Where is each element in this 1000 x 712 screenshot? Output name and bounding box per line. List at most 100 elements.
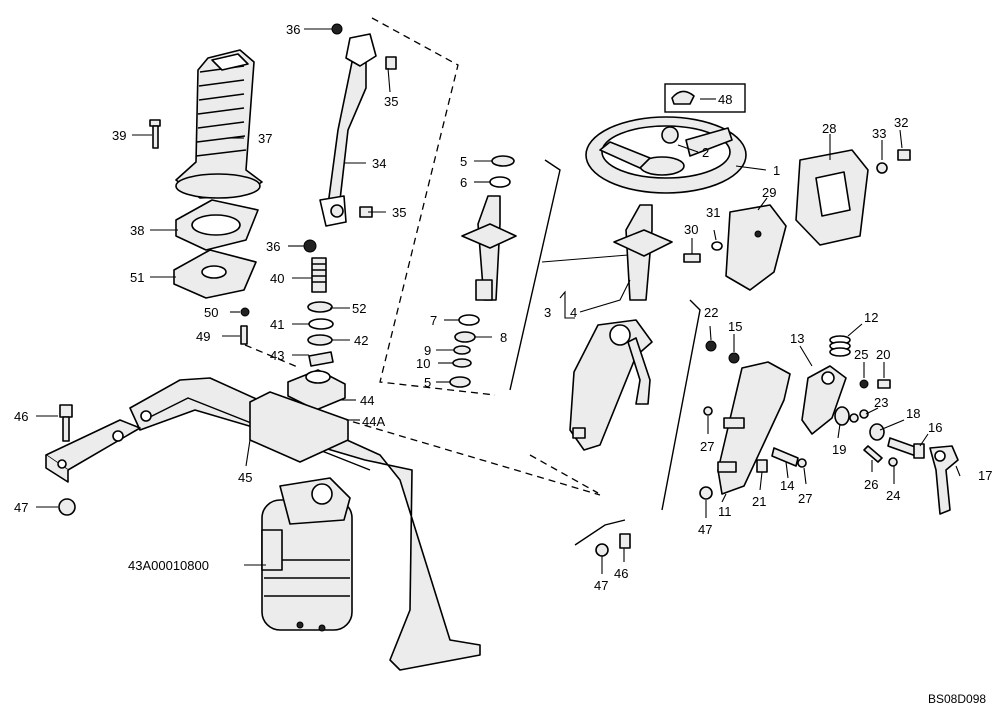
nut-25 xyxy=(859,379,869,389)
callout-47-bottom: 47 xyxy=(594,578,608,593)
callout-17: 17 xyxy=(978,468,992,483)
bracket-11 xyxy=(717,361,791,495)
pin-21 xyxy=(756,459,768,473)
ring-8 xyxy=(454,331,476,343)
bolt-46-left xyxy=(59,404,73,442)
bushing-19 xyxy=(834,406,850,426)
mounting-plate-38 xyxy=(175,199,259,251)
callout-16: 16 xyxy=(928,420,942,435)
nut-27-left xyxy=(703,406,713,416)
ring-6 xyxy=(489,176,511,188)
washer-52 xyxy=(307,301,333,313)
callout-46-bottom: 46 xyxy=(614,566,628,581)
nut-27-right xyxy=(797,458,807,468)
ring-9 xyxy=(453,345,471,355)
callout-3: 3 xyxy=(544,305,551,320)
nut-47-left xyxy=(58,498,76,516)
nut-47-right xyxy=(699,486,713,500)
steering-unit xyxy=(261,477,353,632)
cap-48 xyxy=(671,90,695,105)
leader-lines xyxy=(36,28,961,574)
nut-15 xyxy=(728,352,740,364)
ring-10 xyxy=(452,358,472,368)
callout-39: 39 xyxy=(112,128,126,143)
column-shaft-left xyxy=(461,195,517,301)
callout-27-right: 27 xyxy=(798,491,812,506)
callout-44a: 44A xyxy=(362,414,385,429)
callout-47-right: 47 xyxy=(698,522,712,537)
callout-30: 30 xyxy=(684,222,698,237)
washer-23 xyxy=(849,409,869,423)
part-code-label: 43A00010800 xyxy=(128,558,209,573)
nut-36-top xyxy=(331,23,343,35)
callout-45: 45 xyxy=(238,470,252,485)
callout-40: 40 xyxy=(270,271,284,286)
ring-5-bottom xyxy=(449,376,471,388)
callout-18: 18 xyxy=(906,406,920,421)
boundary-lines xyxy=(244,17,701,546)
ring-41 xyxy=(308,318,334,330)
callout-41: 41 xyxy=(270,317,284,332)
callout-26: 26 xyxy=(864,477,878,492)
callout-33: 33 xyxy=(872,126,886,141)
pin-26 xyxy=(863,445,883,463)
lever-17 xyxy=(929,445,959,515)
cap-48-frame xyxy=(664,83,746,113)
lever-13 xyxy=(801,365,847,435)
callout-31: 31 xyxy=(706,205,720,220)
bolt-16 xyxy=(887,437,925,459)
cover-28 xyxy=(795,149,869,246)
callout-2: 2 xyxy=(702,145,709,160)
callout-19: 19 xyxy=(832,442,846,457)
callout-35-top: 35 xyxy=(384,94,398,109)
callout-7: 7 xyxy=(430,313,437,328)
cap-43 xyxy=(308,351,334,367)
nut-36-mid xyxy=(303,239,317,253)
callout-labels: 1 2 3 4 5 5 6 7 8 9 10 11 12 13 14 15 16… xyxy=(14,22,992,706)
ring-18 xyxy=(869,423,885,441)
bolt-46-bottom xyxy=(619,533,631,549)
callout-20: 20 xyxy=(876,347,890,362)
nut-50 xyxy=(240,307,250,317)
callout-22: 22 xyxy=(704,305,718,320)
callout-37: 37 xyxy=(258,131,272,146)
callout-25: 25 xyxy=(854,347,868,362)
support-44 xyxy=(287,369,346,411)
callout-23: 23 xyxy=(874,395,888,410)
steering-wheel-1 xyxy=(585,116,747,194)
ring-7 xyxy=(458,314,480,326)
callout-47-left: 47 xyxy=(14,500,28,515)
bolt-30 xyxy=(683,253,701,263)
callout-46-left: 46 xyxy=(14,409,28,424)
callout-14: 14 xyxy=(780,478,794,493)
callout-29: 29 xyxy=(762,185,776,200)
nut-33 xyxy=(876,162,888,174)
nut-47-bottom xyxy=(595,543,609,557)
drawing-reference: BS08D098 xyxy=(928,692,986,706)
pin-14 xyxy=(771,447,799,467)
callout-12: 12 xyxy=(864,310,878,325)
gear-lever-boot xyxy=(175,49,263,199)
callout-35-mid: 35 xyxy=(392,205,406,220)
callout-44: 44 xyxy=(360,393,374,408)
callout-1: 1 xyxy=(773,163,780,178)
callout-27-left: 27 xyxy=(700,439,714,454)
callout-8: 8 xyxy=(500,330,507,345)
callout-50: 50 xyxy=(204,305,218,320)
callout-15: 15 xyxy=(728,319,742,334)
ring-5-top xyxy=(491,155,515,167)
callout-11: 11 xyxy=(718,504,732,519)
callout-10: 10 xyxy=(416,356,430,371)
callout-48: 48 xyxy=(718,92,732,107)
callout-13: 13 xyxy=(790,331,804,346)
stud-49 xyxy=(240,325,248,345)
callout-24: 24 xyxy=(886,488,900,503)
column-bracket-3 xyxy=(569,319,653,451)
panel-29 xyxy=(725,204,787,291)
callout-28: 28 xyxy=(822,121,836,136)
bolt-35-top xyxy=(385,56,397,70)
mounting-plate-51 xyxy=(173,249,257,299)
callout-52: 52 xyxy=(352,301,366,316)
callout-9: 9 xyxy=(424,343,431,358)
